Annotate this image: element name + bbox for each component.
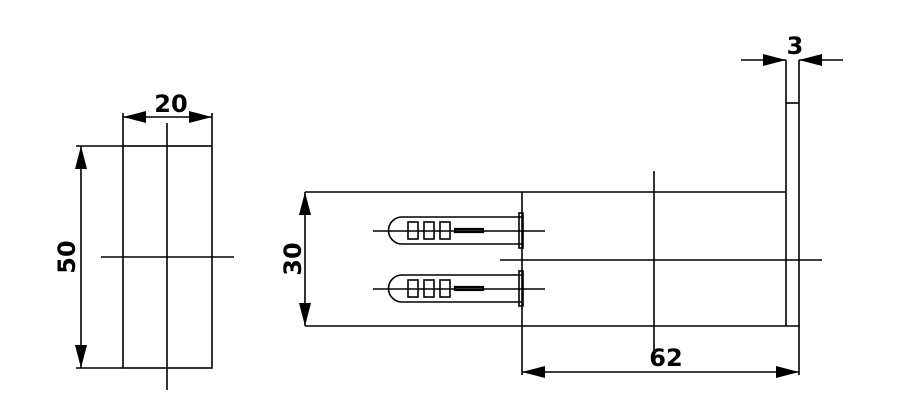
wall-plug-top — [373, 212, 545, 249]
dimension-side-height: 30 — [279, 192, 311, 326]
wall-plug-bottom — [373, 270, 545, 307]
dimension-plate-thickness-label: 3 — [787, 32, 804, 60]
dimension-width-label: 20 — [154, 90, 187, 118]
side-view: 30 62 3 — [279, 32, 843, 378]
dimension-height: 50 — [53, 145, 123, 369]
dimension-length: 62 — [522, 344, 799, 378]
dimension-width: 20 — [122, 90, 213, 146]
dimension-plate-thickness: 3 — [741, 32, 843, 66]
dimension-side-height-label: 30 — [279, 242, 307, 275]
front-view: 20 50 — [53, 90, 234, 390]
dimension-height-label: 50 — [53, 240, 81, 273]
dimension-length-label: 62 — [649, 344, 682, 372]
back-plate — [785, 60, 800, 375]
